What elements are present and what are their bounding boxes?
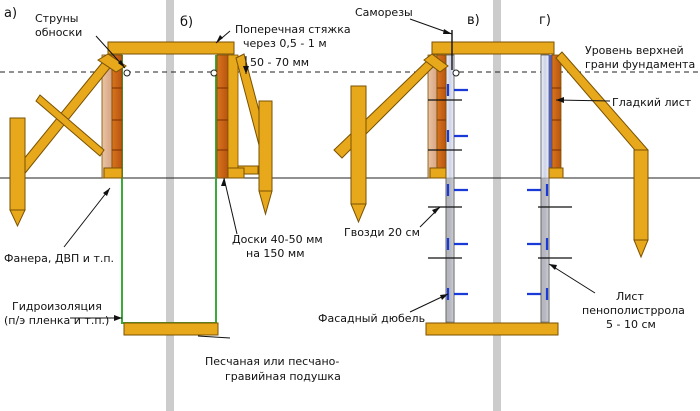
brace-cap [423, 53, 449, 73]
label-foundation-level: грани фундамента [585, 58, 695, 71]
sand-cushion [425, 322, 559, 336]
stake-tip [633, 239, 649, 259]
stake-pad [227, 167, 245, 179]
stake-tip [258, 190, 273, 216]
panel-label-b: б) [180, 15, 193, 30]
panel-label-v: в) [467, 13, 480, 28]
leader-lines [63, 18, 611, 339]
label-struny: обноски [35, 26, 82, 39]
stake-pad [103, 167, 123, 179]
facade-dowels [446, 84, 549, 300]
label-cross-tie: через 0,5 - 1 м [243, 37, 327, 50]
stake [633, 149, 649, 241]
label-dowel: Фасадный дюбель [318, 312, 425, 325]
label-waterproofing: Гидроизоляция [12, 300, 102, 313]
plywood-sheet [427, 54, 438, 179]
stake-pad [548, 167, 564, 179]
board-wall [216, 54, 229, 179]
string-marker [452, 69, 460, 77]
smooth-sheet [549, 55, 552, 178]
string-marker [210, 69, 218, 77]
section-divider [166, 0, 174, 411]
label-boards: на 150 мм [246, 247, 305, 260]
brace-long [333, 57, 437, 159]
label-cross-tie: Поперечная стяжка [235, 23, 351, 36]
label-offset: 50 - 70 мм [250, 56, 309, 69]
stake [350, 85, 367, 205]
label-cushion: Песчаная или песчано- [205, 355, 339, 368]
section-divider [493, 0, 501, 411]
brace-cap [97, 53, 127, 73]
cross-tie [107, 41, 235, 55]
panel-label-a: а) [4, 6, 17, 21]
nails [428, 99, 572, 259]
label-waterproofing: (п/э пленка и т.п.) [4, 314, 109, 327]
stake-pad [429, 167, 447, 179]
label-foam: пенополистррола [582, 304, 685, 317]
label-cushion: гравийная подушка [225, 370, 341, 383]
board-wall [551, 54, 562, 179]
board-wall [436, 54, 447, 179]
panel-label-g: г) [539, 13, 551, 28]
stake [258, 100, 273, 192]
stake-tip [350, 203, 367, 224]
label-smooth-sheet: Гладкий лист [612, 96, 692, 109]
label-foam: 5 - 10 см [606, 318, 656, 331]
stake [9, 117, 26, 211]
string-marker [123, 69, 131, 77]
sand-cushion [123, 322, 219, 336]
label-foam: Лист [616, 290, 644, 303]
stake-tip [9, 209, 26, 228]
label-boards: Доски 40-50 мм [232, 233, 323, 246]
label-nails: Гвозди 20 см [344, 226, 420, 239]
label-foundation-level: Уровень верхней [585, 44, 684, 57]
cross-tie [431, 41, 555, 55]
board-wall-outer [227, 54, 239, 179]
label-struny: Струны [35, 12, 78, 25]
brace-short [35, 94, 105, 157]
label-plywood: Фанера, ДВП и т.п. [4, 252, 114, 265]
label-screws: Саморезы [355, 6, 413, 19]
leader-arrowheads [103, 29, 564, 321]
board-wall [111, 54, 123, 179]
foam-base [540, 177, 550, 324]
foam-base [445, 177, 455, 324]
